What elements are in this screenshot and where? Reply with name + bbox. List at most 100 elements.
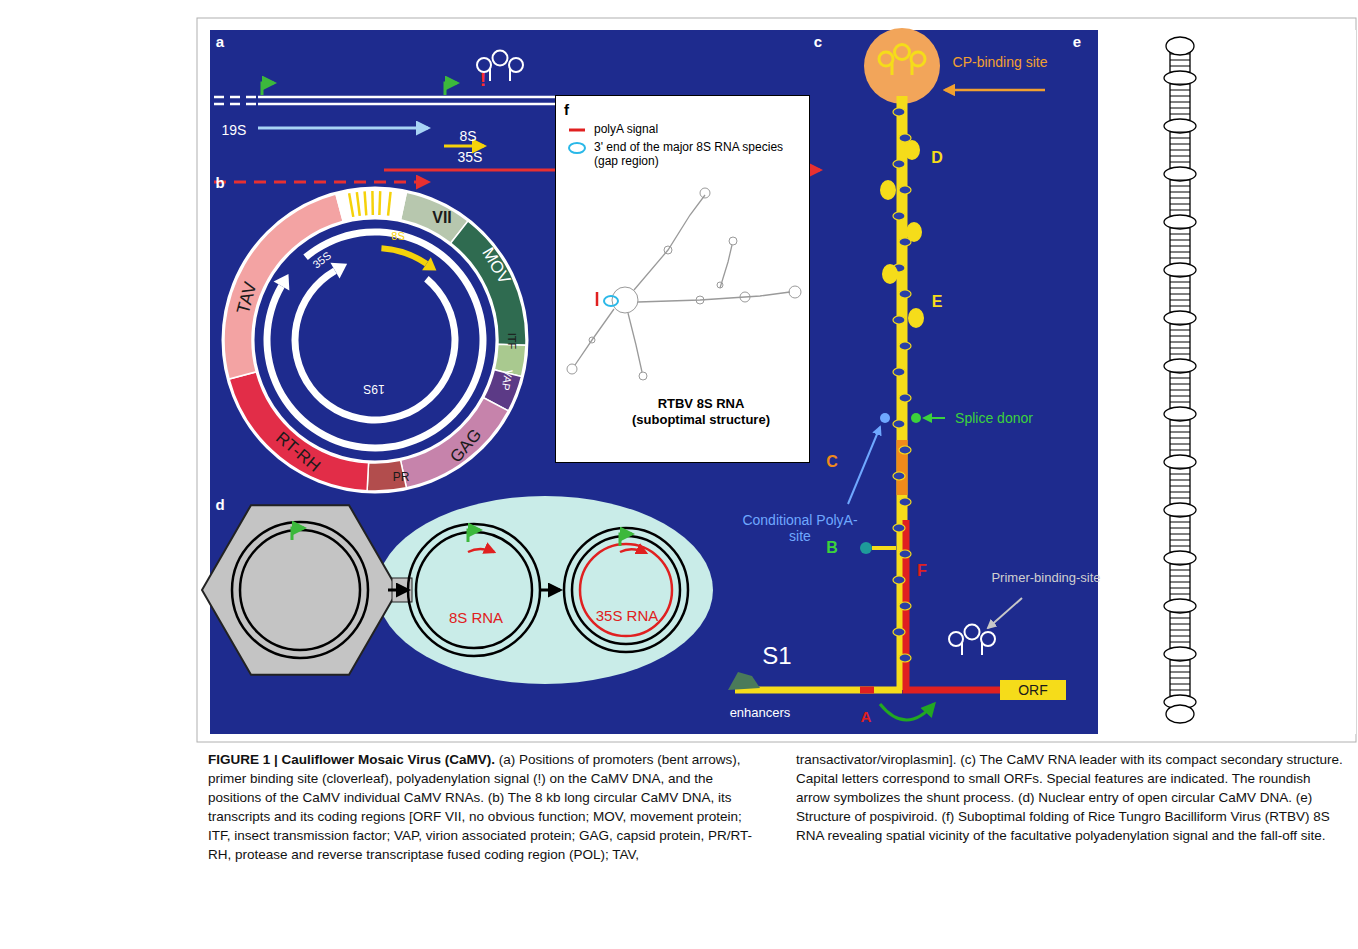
illustration-stroke xyxy=(1164,647,1196,661)
illustration-stroke xyxy=(1170,390,1190,391)
illustration-stroke xyxy=(638,292,790,302)
illustration-stroke xyxy=(908,308,924,328)
panel-letter: c xyxy=(814,33,822,50)
illustration-stroke xyxy=(1166,705,1194,723)
illustration-stroke xyxy=(911,413,921,423)
figure-label: 8S RNA xyxy=(449,609,503,626)
illustration-stroke xyxy=(1164,407,1196,421)
illustration-stroke xyxy=(567,364,577,374)
illustration-stroke xyxy=(468,530,480,542)
illustration-stroke xyxy=(1170,156,1190,157)
illustration-stroke xyxy=(263,228,486,451)
panel-letter: a xyxy=(216,33,224,50)
illustration-stroke xyxy=(604,296,618,306)
figure-label: 35S xyxy=(458,149,483,165)
illustration-stroke xyxy=(1170,246,1190,247)
illustration-stroke xyxy=(848,427,880,504)
illustration-stroke xyxy=(1170,642,1190,643)
illustration-stroke xyxy=(879,52,893,66)
illustration-stroke xyxy=(1170,636,1190,637)
illustration-stroke xyxy=(229,372,368,491)
illustration-stroke xyxy=(253,218,497,462)
panel-letter: d xyxy=(215,496,224,513)
illustration-stroke xyxy=(1164,71,1196,85)
illustration-stroke xyxy=(1000,680,1066,700)
illustration-stroke xyxy=(893,316,905,324)
illustration-stroke xyxy=(1170,522,1190,523)
illustration-stroke xyxy=(596,292,599,306)
illustration-stroke xyxy=(1170,498,1190,499)
panel-letter: D xyxy=(931,149,943,167)
illustration-stroke xyxy=(1170,300,1190,301)
illustration-stroke xyxy=(580,544,672,636)
illustration-stroke xyxy=(1170,348,1190,349)
illustration-stroke xyxy=(490,69,510,81)
panel-d-nuclear-entry xyxy=(202,496,713,684)
illustration-stroke xyxy=(1170,150,1190,151)
illustration-stroke xyxy=(214,96,256,99)
panel-letter: f xyxy=(564,101,569,118)
illustration-stroke xyxy=(1170,612,1190,613)
illustration-stroke xyxy=(555,95,810,463)
illustration-stroke xyxy=(1170,618,1190,619)
illustration-stroke xyxy=(899,654,911,662)
illustration-stroke xyxy=(1164,551,1196,565)
panel-f-box: fRTBV 8S RNA (suboptimal structure)polyA… xyxy=(555,95,810,463)
illustration-stroke xyxy=(1170,276,1190,277)
legend-circle-sample xyxy=(566,141,588,155)
illustration-stroke xyxy=(893,160,905,168)
illustration-stroke xyxy=(1170,180,1190,181)
illustration-stroke xyxy=(1170,252,1190,253)
illustration-stroke xyxy=(899,290,911,298)
illustration-stroke xyxy=(1170,480,1190,481)
illustration-stroke xyxy=(232,522,368,658)
illustration-stroke xyxy=(1170,210,1190,211)
illustration-stroke xyxy=(1164,359,1196,373)
illustration-stroke xyxy=(893,420,905,428)
illustration-stroke xyxy=(962,643,982,655)
illustration-stroke xyxy=(899,602,911,610)
illustration-stroke xyxy=(945,89,1045,92)
illustration-stroke xyxy=(1170,132,1190,133)
figure-label: PR xyxy=(393,471,410,485)
spacer xyxy=(495,752,499,767)
illustration-stroke xyxy=(1170,666,1190,667)
illustration-stroke xyxy=(262,83,274,95)
illustration-stroke xyxy=(224,194,343,379)
illustration-stroke xyxy=(906,520,1000,690)
illustration-stroke xyxy=(1100,30,1356,734)
illustration-stroke xyxy=(1170,564,1190,565)
panel-letter: F xyxy=(917,562,927,580)
illustration-stroke xyxy=(911,52,925,66)
illustration-stroke xyxy=(893,212,905,220)
illustration-stroke xyxy=(1170,294,1190,295)
figure-label: VII xyxy=(432,209,452,227)
illustration-stroke xyxy=(1170,162,1190,163)
illustration-stroke xyxy=(981,632,995,646)
illustration-stroke xyxy=(899,550,911,558)
illustration-stroke xyxy=(1170,438,1190,439)
illustration-stroke xyxy=(860,687,874,694)
illustration-stroke xyxy=(1170,468,1190,469)
illustration-stroke xyxy=(336,189,406,221)
caption-text: (a) Positions of promoters (bent arrows)… xyxy=(208,752,1343,862)
panel-letter: ! xyxy=(480,69,486,91)
illustration-stroke xyxy=(1164,599,1196,613)
illustration-stroke xyxy=(1170,240,1190,241)
illustration-stroke xyxy=(1170,444,1190,445)
illustration-stroke xyxy=(1164,119,1196,133)
illustration-stroke xyxy=(1170,486,1190,487)
illustration-stroke xyxy=(451,221,526,345)
illustration-stroke xyxy=(872,546,896,550)
figure-label: S1 xyxy=(762,642,791,670)
illustration-stroke xyxy=(1170,396,1190,397)
illustration-stroke xyxy=(1170,144,1190,145)
illustration-stroke xyxy=(634,195,705,290)
illustration-stroke xyxy=(1170,690,1190,691)
illustration-stroke xyxy=(378,191,381,215)
illustration-stroke xyxy=(735,687,902,694)
illustration-stroke xyxy=(1170,354,1190,355)
illustration-stroke xyxy=(1170,588,1190,589)
legend-line-sample xyxy=(566,123,588,137)
illustration-stroke xyxy=(1170,192,1190,193)
